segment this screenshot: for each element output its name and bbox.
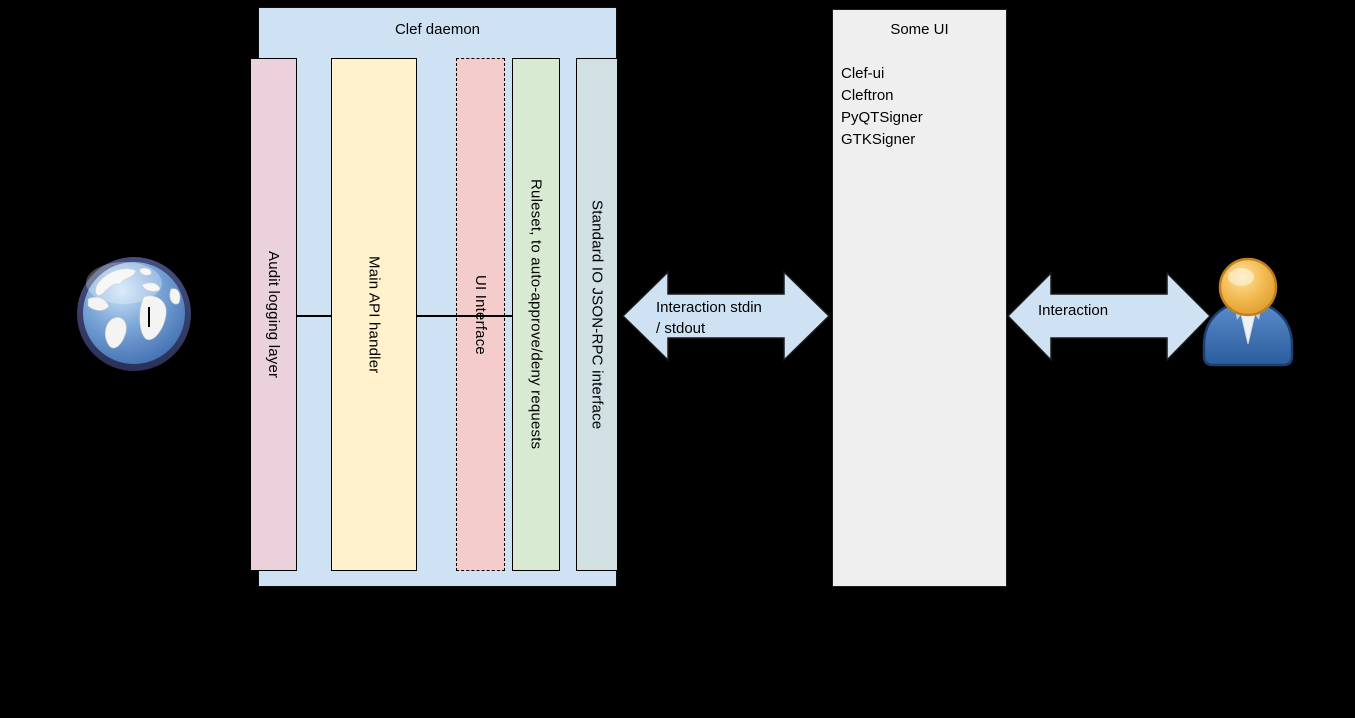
main-api-handler-label: Main API handler	[365, 255, 383, 374]
stdio-jsonrpc-label: Standard IO JSON-RPC interface	[588, 199, 606, 430]
some-ui-list-item: Cleftron	[841, 87, 894, 104]
stdin-stdout-arrow-label-line1: Interaction stdin	[656, 299, 762, 316]
stdin-stdout-arrow-label: Interaction stdin / stdout	[656, 297, 762, 339]
ui-interface-label: UI Interface	[472, 274, 489, 355]
interaction-arrow-icon	[1007, 272, 1211, 361]
user-icon	[1202, 257, 1294, 367]
connector-line-api-ruleset	[417, 315, 513, 317]
clef-daemon-box	[258, 7, 617, 587]
clef-daemon-title: Clef daemon	[394, 21, 481, 38]
audit-logging-layer-label: Audit logging layer	[265, 250, 282, 379]
some-ui-list-item: GTKSigner	[841, 131, 916, 148]
ruleset-bar: Ruleset, to auto-approve/deny requests	[512, 58, 560, 571]
some-ui-box	[832, 9, 1007, 587]
some-ui-list-item: Clef-ui	[841, 65, 885, 82]
main-api-handler-bar: Main API handler	[331, 58, 417, 571]
connector-line-audit-api	[297, 315, 332, 317]
some-ui-title: Some UI	[890, 21, 949, 38]
globe-icon	[77, 257, 191, 371]
stdin-stdout-arrow-icon	[622, 271, 830, 361]
stdin-stdout-arrow-label-line2: / stdout	[656, 320, 706, 337]
audit-logging-layer-bar: Audit logging layer	[250, 58, 297, 571]
ruleset-label: Ruleset, to auto-approve/deny requests	[527, 179, 545, 450]
ui-interface-bar: UI Interface	[456, 58, 505, 571]
some-ui-list: Clef-ui Cleftron PyQTSigner GTKSigner	[841, 63, 923, 151]
some-ui-list-item: PyQTSigner	[841, 109, 923, 126]
globe-cursor-mark	[148, 307, 150, 327]
stdio-jsonrpc-bar: Standard IO JSON-RPC interface	[576, 58, 618, 571]
interaction-arrow-label: Interaction	[1038, 302, 1109, 319]
